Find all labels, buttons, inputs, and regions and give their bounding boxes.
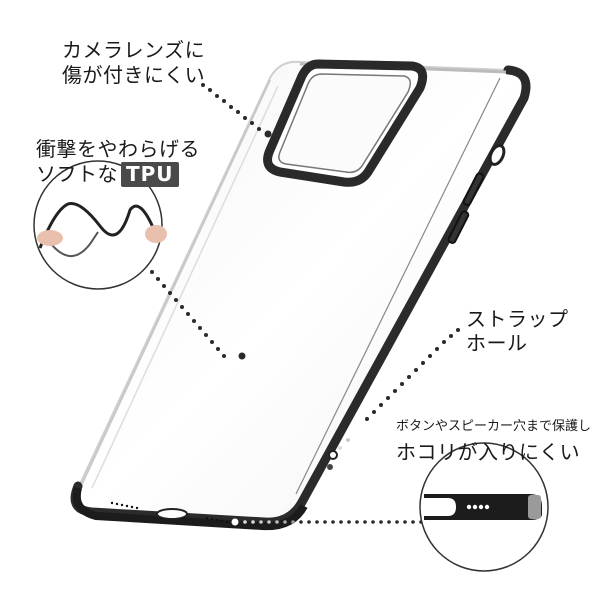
dust-feature-main: ホコリが入りにくい [396, 440, 581, 464]
strap-feature-label: ストラップ ホール [466, 307, 569, 355]
camera-feature-line1: カメラレンズに [62, 38, 206, 62]
strap-feature-line2: ホール [466, 331, 528, 355]
camera-feature-label: カメラレンズに 傷が付きにくい [62, 38, 205, 88]
port-detail-inset [419, 442, 549, 572]
case-body [70, 60, 531, 531]
side-buttons [447, 144, 506, 244]
tpu-badge: TPU [121, 162, 179, 187]
tpu-flex-inset [33, 160, 167, 290]
bottom-ports [110, 501, 229, 524]
dust-feature-label: ボタンやスピーカー穴まで保護し ホコリが入りにくい [396, 419, 591, 465]
strap-hole [327, 450, 338, 470]
camera-feature-line2: 傷が付きにくい [62, 63, 206, 87]
tpu-feature-prefix: ソフトな [36, 162, 118, 186]
camera-bump [263, 59, 428, 187]
tpu-feature-line1: 衝撃をやわらげる [36, 137, 200, 161]
dust-feature-sub: ボタンやスピーカー穴まで保護し [396, 419, 592, 434]
leader-lines [150, 83, 460, 526]
strap-feature-line1: ストラップ [466, 307, 569, 331]
